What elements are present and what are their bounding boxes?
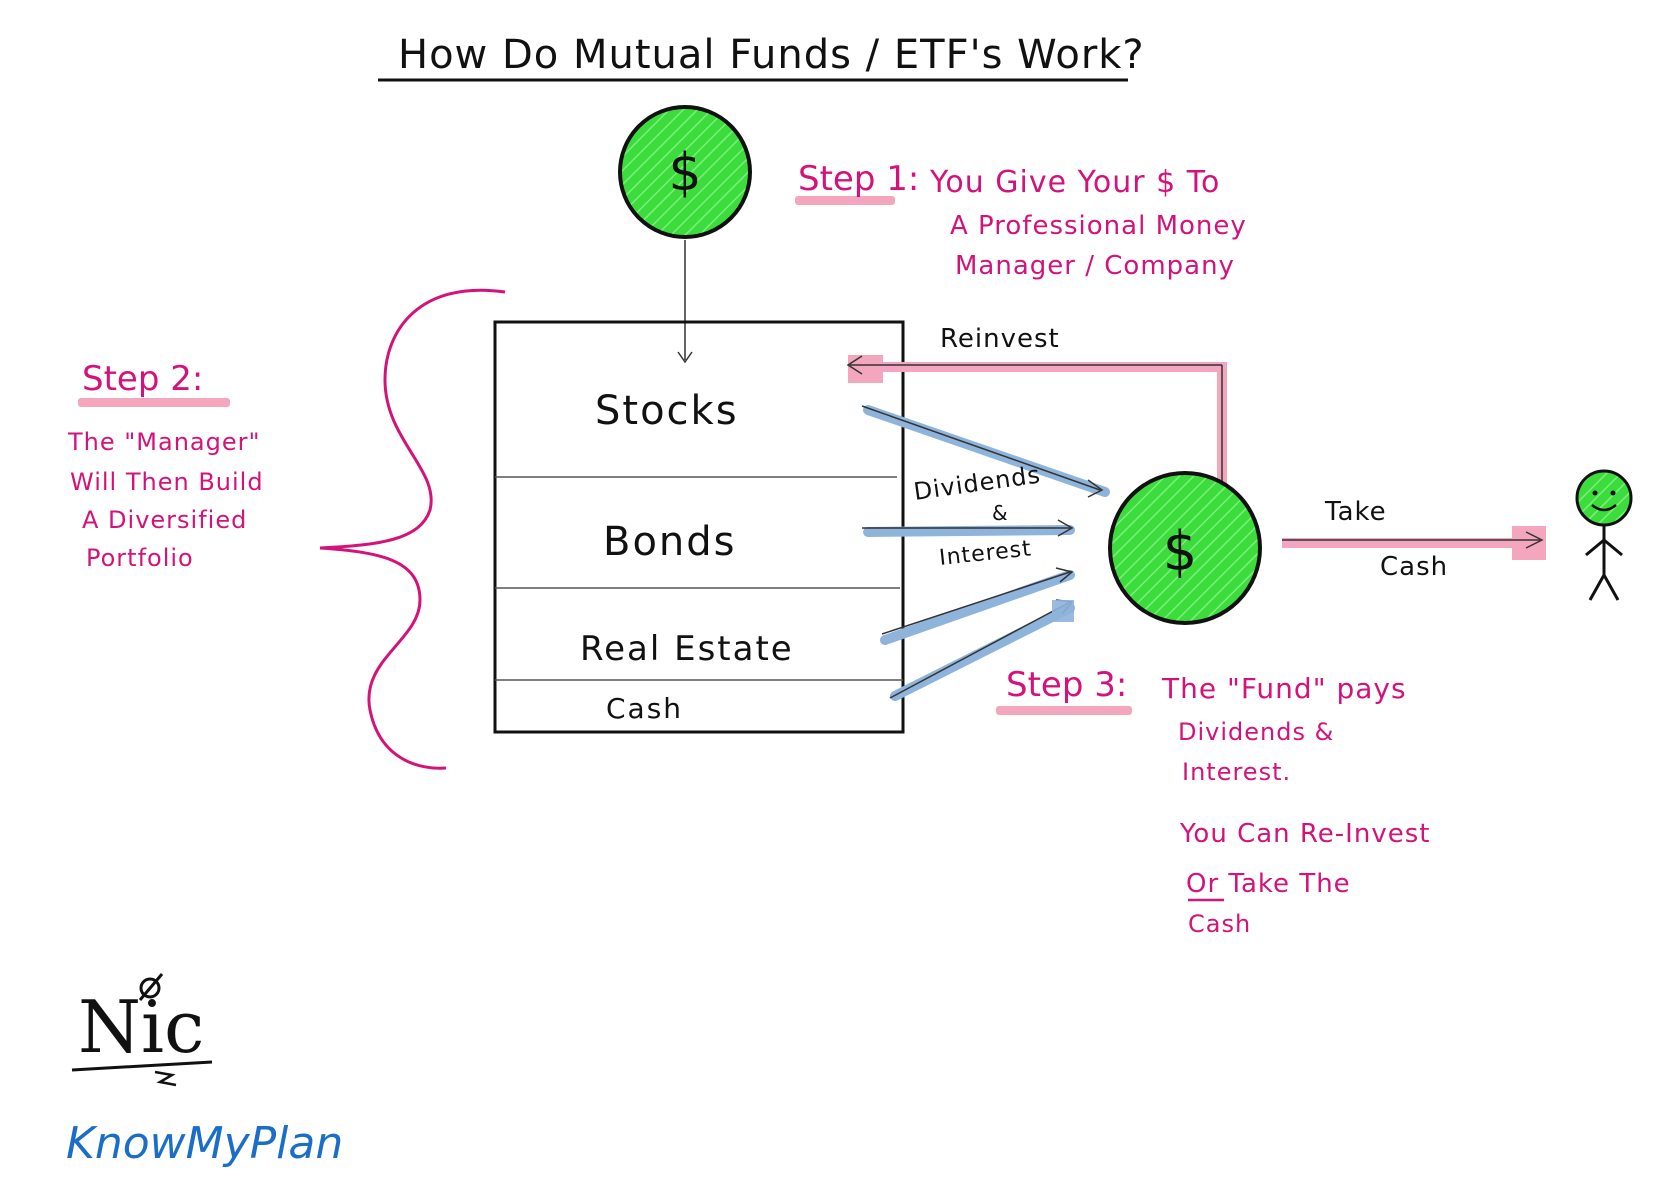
smiley-face-icon [1575, 469, 1633, 527]
step3-line-1: The "Fund" pays [1161, 672, 1407, 705]
step3-line-4: You Can Re-Invest [1179, 819, 1430, 849]
asset-real-estate: Real Estate [580, 629, 794, 669]
step3-line-6: Cash [1188, 910, 1251, 938]
interest-label: Interest [938, 536, 1033, 571]
fund-coin-icon [1108, 471, 1262, 625]
step2-label: Step 2: [82, 359, 203, 399]
step1-line-1: You Give Your $ To [929, 165, 1220, 200]
investor-figure [1575, 469, 1633, 601]
step3-line-3: Interest. [1182, 758, 1291, 786]
fund-coin: $ [1108, 471, 1262, 625]
fund-coin-symbol: $ [1163, 520, 1197, 583]
step3-line-5: Or Take The [1186, 869, 1351, 899]
signature-block: Nic KnowMyPlan [66, 973, 343, 1169]
step1-line-2: A Professional Money [950, 211, 1247, 241]
brand-logo: KnowMyPlan [66, 1118, 343, 1169]
take-label: Take [1324, 497, 1387, 527]
reinvest-label: Reinvest [940, 324, 1060, 354]
top-coin-icon [618, 105, 752, 239]
step2-note: Step 2: The "Manager" Will Then Build A … [67, 359, 264, 572]
curly-brace [319, 288, 506, 770]
asset-bonds: Bonds [603, 519, 737, 565]
step3-highlight [996, 706, 1132, 715]
step1-highlight [795, 196, 895, 205]
step2-line-1: The "Manager" [67, 428, 261, 456]
cash-label: Cash [1380, 552, 1448, 582]
reinvest-arrow: Reinvest [846, 324, 1227, 492]
step1-note: Step 1: You Give Your $ To A Professiona… [795, 159, 1247, 281]
step2-line-3: A Diversified [82, 506, 247, 534]
invest-arrow [677, 240, 693, 364]
top-coin: $ [618, 105, 752, 239]
step3-label: Step 3: [1006, 665, 1127, 705]
step2-highlight [78, 398, 230, 407]
asset-stocks: Stocks [595, 388, 739, 434]
step2-line-4: Portfolio [86, 544, 194, 572]
step2-line-2: Will Then Build [70, 468, 264, 496]
dividends-label: Dividends [912, 460, 1043, 506]
title-block: How Do Mutual Funds / ETF's Work? [378, 32, 1145, 82]
take-cash-arrow: Take Cash [1282, 497, 1546, 582]
portfolio-box: Stocks Bonds Real Estate Cash [493, 320, 905, 734]
step3-note: Step 3: The "Fund" pays Dividends & Inte… [996, 665, 1430, 938]
and-label: & [992, 501, 1009, 525]
step3-line-2: Dividends & [1178, 718, 1334, 746]
top-coin-symbol: $ [668, 143, 701, 203]
income-arrows: Dividends & Interest [861, 405, 1110, 701]
asset-cash: Cash [606, 692, 683, 725]
step1-line-3: Manager / Company [955, 251, 1235, 281]
diagram-title: How Do Mutual Funds / ETF's Work? [398, 32, 1145, 78]
signature-underline [71, 1060, 213, 1072]
step1-label: Step 1: [798, 159, 919, 199]
